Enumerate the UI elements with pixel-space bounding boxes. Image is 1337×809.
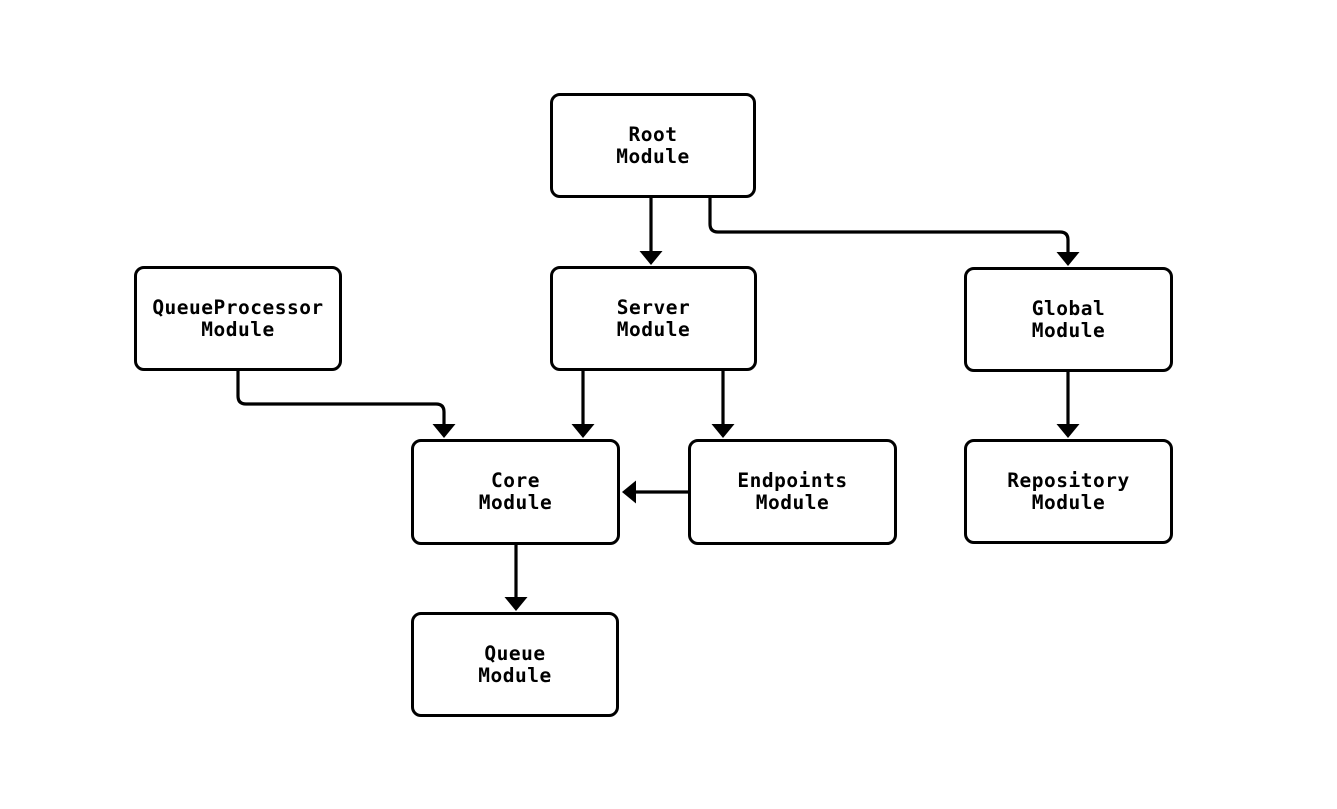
node-core-module: Core Module [411, 439, 620, 545]
arrowhead-icon [711, 424, 735, 438]
arrowhead-icon [1056, 424, 1080, 438]
edge-root-to-server [639, 198, 663, 265]
edge-global-to-repository [1056, 372, 1080, 438]
node-server-module: Server Module [550, 266, 757, 371]
edge-server-to-core [571, 371, 595, 438]
node-root-module: Root Module [550, 93, 756, 198]
edge-root-to-global [708, 198, 1080, 266]
arrowhead-icon [504, 597, 528, 611]
node-label: Core Module [478, 469, 553, 514]
node-label: Repository Module [1007, 468, 1130, 514]
edge-server-to-endpoints [711, 371, 735, 438]
node-queueprocessor-module: QueueProcessor Module [134, 266, 342, 371]
node-label: Queue Module [478, 641, 552, 687]
arrowhead-icon [1056, 252, 1080, 266]
edge-endpoints-to-core [622, 480, 688, 504]
arrowhead-icon [571, 424, 595, 438]
node-label: Root Module [616, 122, 690, 168]
node-queue-module: Queue Module [411, 612, 619, 717]
node-endpoints-module: Endpoints Module [688, 439, 897, 545]
arrowhead-icon [639, 251, 663, 265]
edge-queueprocessor-to-core [236, 371, 456, 438]
node-repository-module: Repository Module [964, 439, 1173, 544]
node-label: Global Module [1031, 296, 1106, 342]
edge-line [708, 198, 1070, 252]
node-label: Endpoints Module [737, 469, 848, 514]
arrowhead-icon [432, 424, 456, 438]
arrowhead-icon [622, 480, 636, 504]
node-label: Server Module [616, 295, 691, 341]
edge-core-to-queue [504, 545, 528, 611]
node-global-module: Global Module [964, 267, 1173, 372]
node-label: QueueProcessor Module [152, 295, 324, 341]
edge-line [236, 371, 446, 424]
